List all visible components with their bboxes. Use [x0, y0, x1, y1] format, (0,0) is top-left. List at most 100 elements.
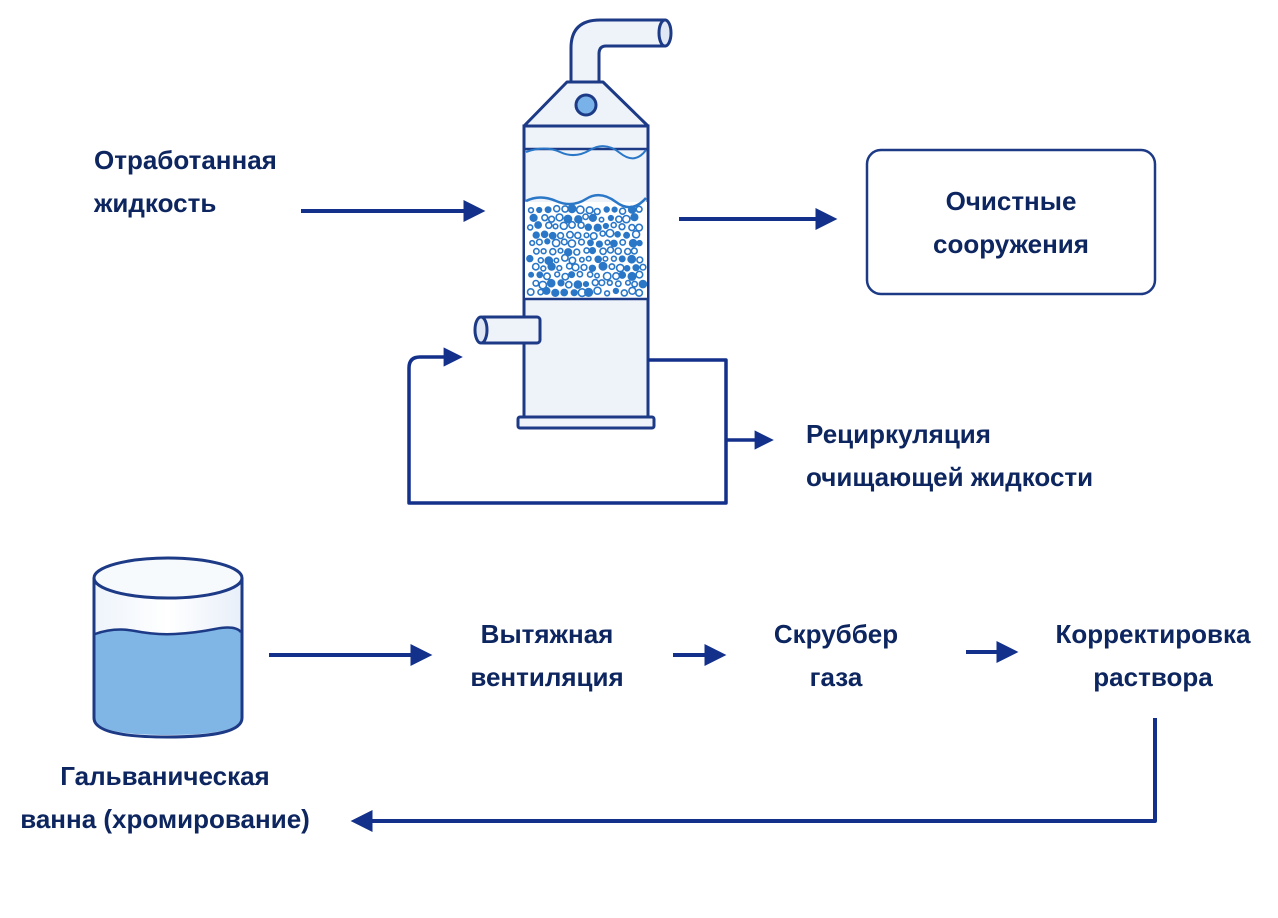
scrubber-column-icon [473, 18, 673, 430]
packing-ring [532, 247, 540, 255]
packing-ring [628, 223, 636, 232]
packing-ring [638, 279, 648, 289]
packing-ring [603, 206, 610, 213]
scrubber-base [516, 415, 656, 430]
label-treatment: Очистные сооружения [867, 180, 1155, 266]
packing-ring [544, 206, 552, 214]
packing-ring [548, 231, 557, 240]
packing-ring [636, 239, 643, 247]
packing-ring [540, 248, 547, 255]
packing-ring [556, 264, 563, 272]
packing-ring [599, 230, 607, 237]
packing-ring [568, 271, 576, 279]
packing-ring [595, 240, 604, 248]
packing-ring [537, 256, 545, 264]
packing-ring [612, 287, 620, 295]
packing-ring [624, 279, 632, 286]
packing-ring [618, 207, 627, 215]
label-correction-line1: Корректировка [1055, 619, 1251, 649]
packing-ring [582, 213, 590, 221]
packing-ring [619, 238, 627, 246]
packing-ring [591, 278, 600, 287]
packing-ring [614, 247, 623, 255]
packing-ring [588, 264, 597, 272]
packing-ring [584, 223, 592, 231]
packing-ring [632, 264, 640, 272]
packing-ring [573, 248, 581, 256]
packing-ring [614, 280, 622, 288]
packing-ring [547, 215, 556, 223]
packing-ring [552, 223, 559, 230]
packing-ring [567, 220, 576, 229]
packing-ring [560, 238, 568, 246]
packing-ring [571, 263, 580, 272]
packing-ring [580, 263, 588, 272]
packing-ring [567, 239, 577, 248]
packing-ring [634, 223, 644, 232]
packing-ring [578, 256, 585, 263]
packing-ring [598, 261, 608, 271]
packing-ring [536, 271, 544, 279]
packing-ring [627, 205, 637, 214]
packing-ring [565, 230, 574, 239]
label-correction-line2: раствора [1093, 662, 1213, 692]
exhaust-pipe [569, 18, 667, 84]
packing-ring [628, 286, 637, 295]
inlet-pipe [478, 315, 542, 345]
packing-ring [636, 256, 644, 264]
packing-ring [532, 231, 540, 239]
packing-ring [527, 207, 535, 214]
packing-ring [587, 239, 594, 247]
label-exhaust-line2: вентиляция [470, 662, 624, 692]
label-spent-liquid-line2: жидкость [94, 188, 217, 218]
packing-ring [565, 262, 574, 270]
packing-ring [593, 272, 600, 279]
packing-ring [623, 231, 631, 239]
packing-ring [568, 256, 577, 265]
packing-ring [526, 287, 535, 296]
packing-ring [553, 257, 560, 264]
packing-ring [577, 221, 585, 229]
packing-ring [606, 246, 615, 254]
label-recirculation: Рециркуляция очищающей жидкости [806, 413, 1093, 499]
packing-ring [603, 290, 611, 297]
packing-ring [627, 271, 637, 281]
packing-ring [623, 247, 632, 256]
tank-liquid [95, 627, 241, 735]
packing-ring [634, 288, 644, 298]
packing-ring [628, 238, 638, 248]
packing-ring [599, 247, 607, 256]
packing-ring [631, 280, 639, 288]
packing-ring [547, 262, 556, 271]
packing-ring [555, 213, 564, 222]
label-scrubber: Скруббер газа [736, 613, 936, 699]
packing-ring [546, 278, 556, 288]
packing-ring [534, 221, 542, 229]
packing-ring [557, 247, 564, 254]
packing-ring [639, 263, 647, 271]
packing-ring [544, 221, 553, 230]
packing-ring [541, 214, 549, 222]
packing-ring [532, 279, 540, 287]
packing-ring [583, 247, 590, 254]
packing-ring [627, 254, 637, 264]
label-scrubber-line2: газа [809, 662, 863, 692]
label-exhaust: Вытяжная вентиляция [437, 613, 657, 699]
packing-ring [536, 206, 543, 214]
packing-ring [635, 270, 644, 279]
treatment-box [865, 148, 1157, 296]
packing-ring [563, 214, 573, 224]
packing-ring [552, 204, 561, 213]
packing-ring [598, 279, 606, 287]
packing-ring [526, 254, 534, 263]
label-spent-liquid-line1: Отработанная [94, 145, 277, 175]
packing-ring [630, 247, 638, 255]
packing-ring [573, 280, 583, 289]
hood-port [574, 93, 598, 117]
packing-ring [529, 213, 538, 222]
packing-ring [551, 238, 561, 248]
label-bath-line1: Гальваническая [60, 761, 270, 791]
packing-ring [559, 221, 569, 231]
packing-ring [542, 286, 551, 295]
packing-ring [589, 232, 598, 241]
